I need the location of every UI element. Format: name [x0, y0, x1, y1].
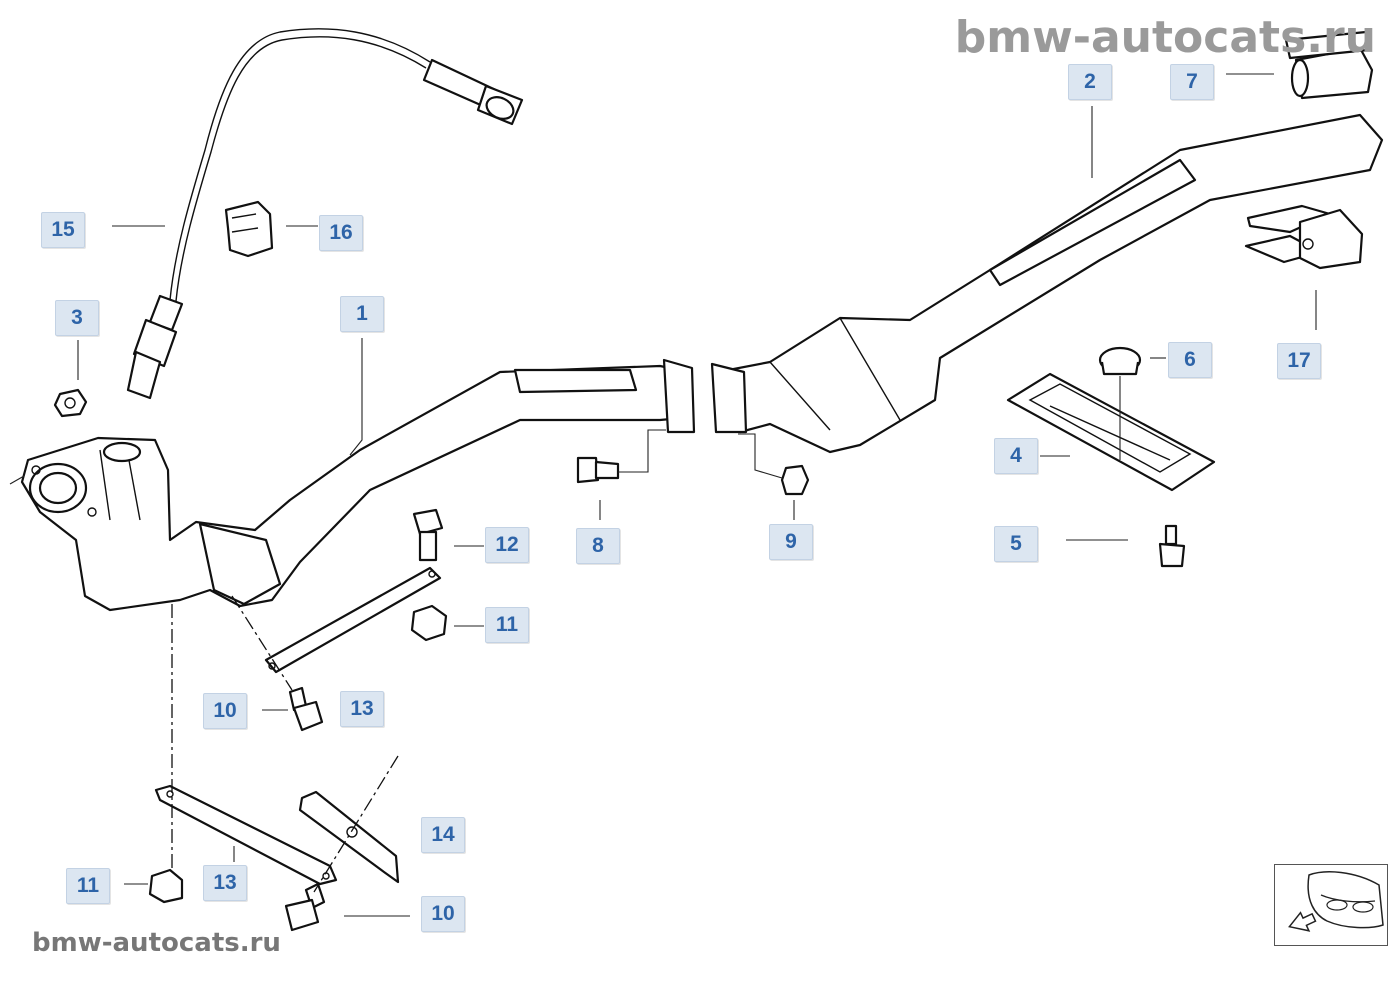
front-pipe-part: [20, 358, 696, 612]
callout-10-upper[interactable]: 10: [203, 693, 247, 729]
oxygen-sensor-part: [126, 28, 524, 400]
car-front-arrow-icon[interactable]: [1274, 864, 1388, 946]
callout-17[interactable]: 17: [1277, 343, 1321, 379]
callout-14[interactable]: 14: [421, 817, 465, 853]
callout-13-upper[interactable]: 13: [340, 691, 384, 727]
bracket-part: [154, 784, 338, 886]
callout-3[interactable]: 3: [55, 300, 99, 336]
bolt-part: [412, 508, 444, 562]
callout-2[interactable]: 2: [1068, 64, 1112, 100]
callout-11-upper[interactable]: 11: [485, 607, 529, 643]
bolt-part: [288, 686, 324, 732]
clip-part: [224, 200, 274, 258]
callout-4[interactable]: 4: [994, 438, 1038, 474]
screw-part: [1158, 524, 1186, 568]
flange-nut-part: [410, 604, 448, 642]
callout-15[interactable]: 15: [41, 212, 85, 248]
bolt-part: [284, 882, 326, 932]
watermark-top: bmw-autocats.ru: [954, 12, 1376, 63]
callout-12[interactable]: 12: [485, 527, 529, 563]
bracket-part: [264, 566, 442, 674]
watermark-bottom: bmw-autocats.ru: [32, 928, 281, 958]
hex-nut-part: [53, 388, 88, 418]
heat-shield-part: [1006, 372, 1216, 492]
callout-1[interactable]: 1: [340, 296, 384, 332]
callout-8[interactable]: 8: [576, 528, 620, 564]
rear-pipe-part: [710, 113, 1384, 454]
callout-5[interactable]: 5: [994, 526, 1038, 562]
callout-7[interactable]: 7: [1170, 64, 1214, 100]
bracket-part: [298, 790, 400, 884]
callout-11-lower[interactable]: 11: [66, 868, 110, 904]
callout-13-lower[interactable]: 13: [203, 865, 247, 901]
grommet-part: [1098, 346, 1142, 376]
callout-10-lower[interactable]: 10: [421, 896, 465, 932]
callout-16[interactable]: 16: [319, 215, 363, 251]
callout-9[interactable]: 9: [769, 524, 813, 560]
hanger-part: [1244, 204, 1364, 270]
nut-part: [780, 464, 810, 496]
flange-nut-part: [148, 868, 184, 904]
bolt-part: [576, 456, 620, 484]
clamp-part: [1284, 30, 1374, 100]
car-thumb-graphic: [1288, 871, 1384, 932]
callout-6[interactable]: 6: [1168, 342, 1212, 378]
